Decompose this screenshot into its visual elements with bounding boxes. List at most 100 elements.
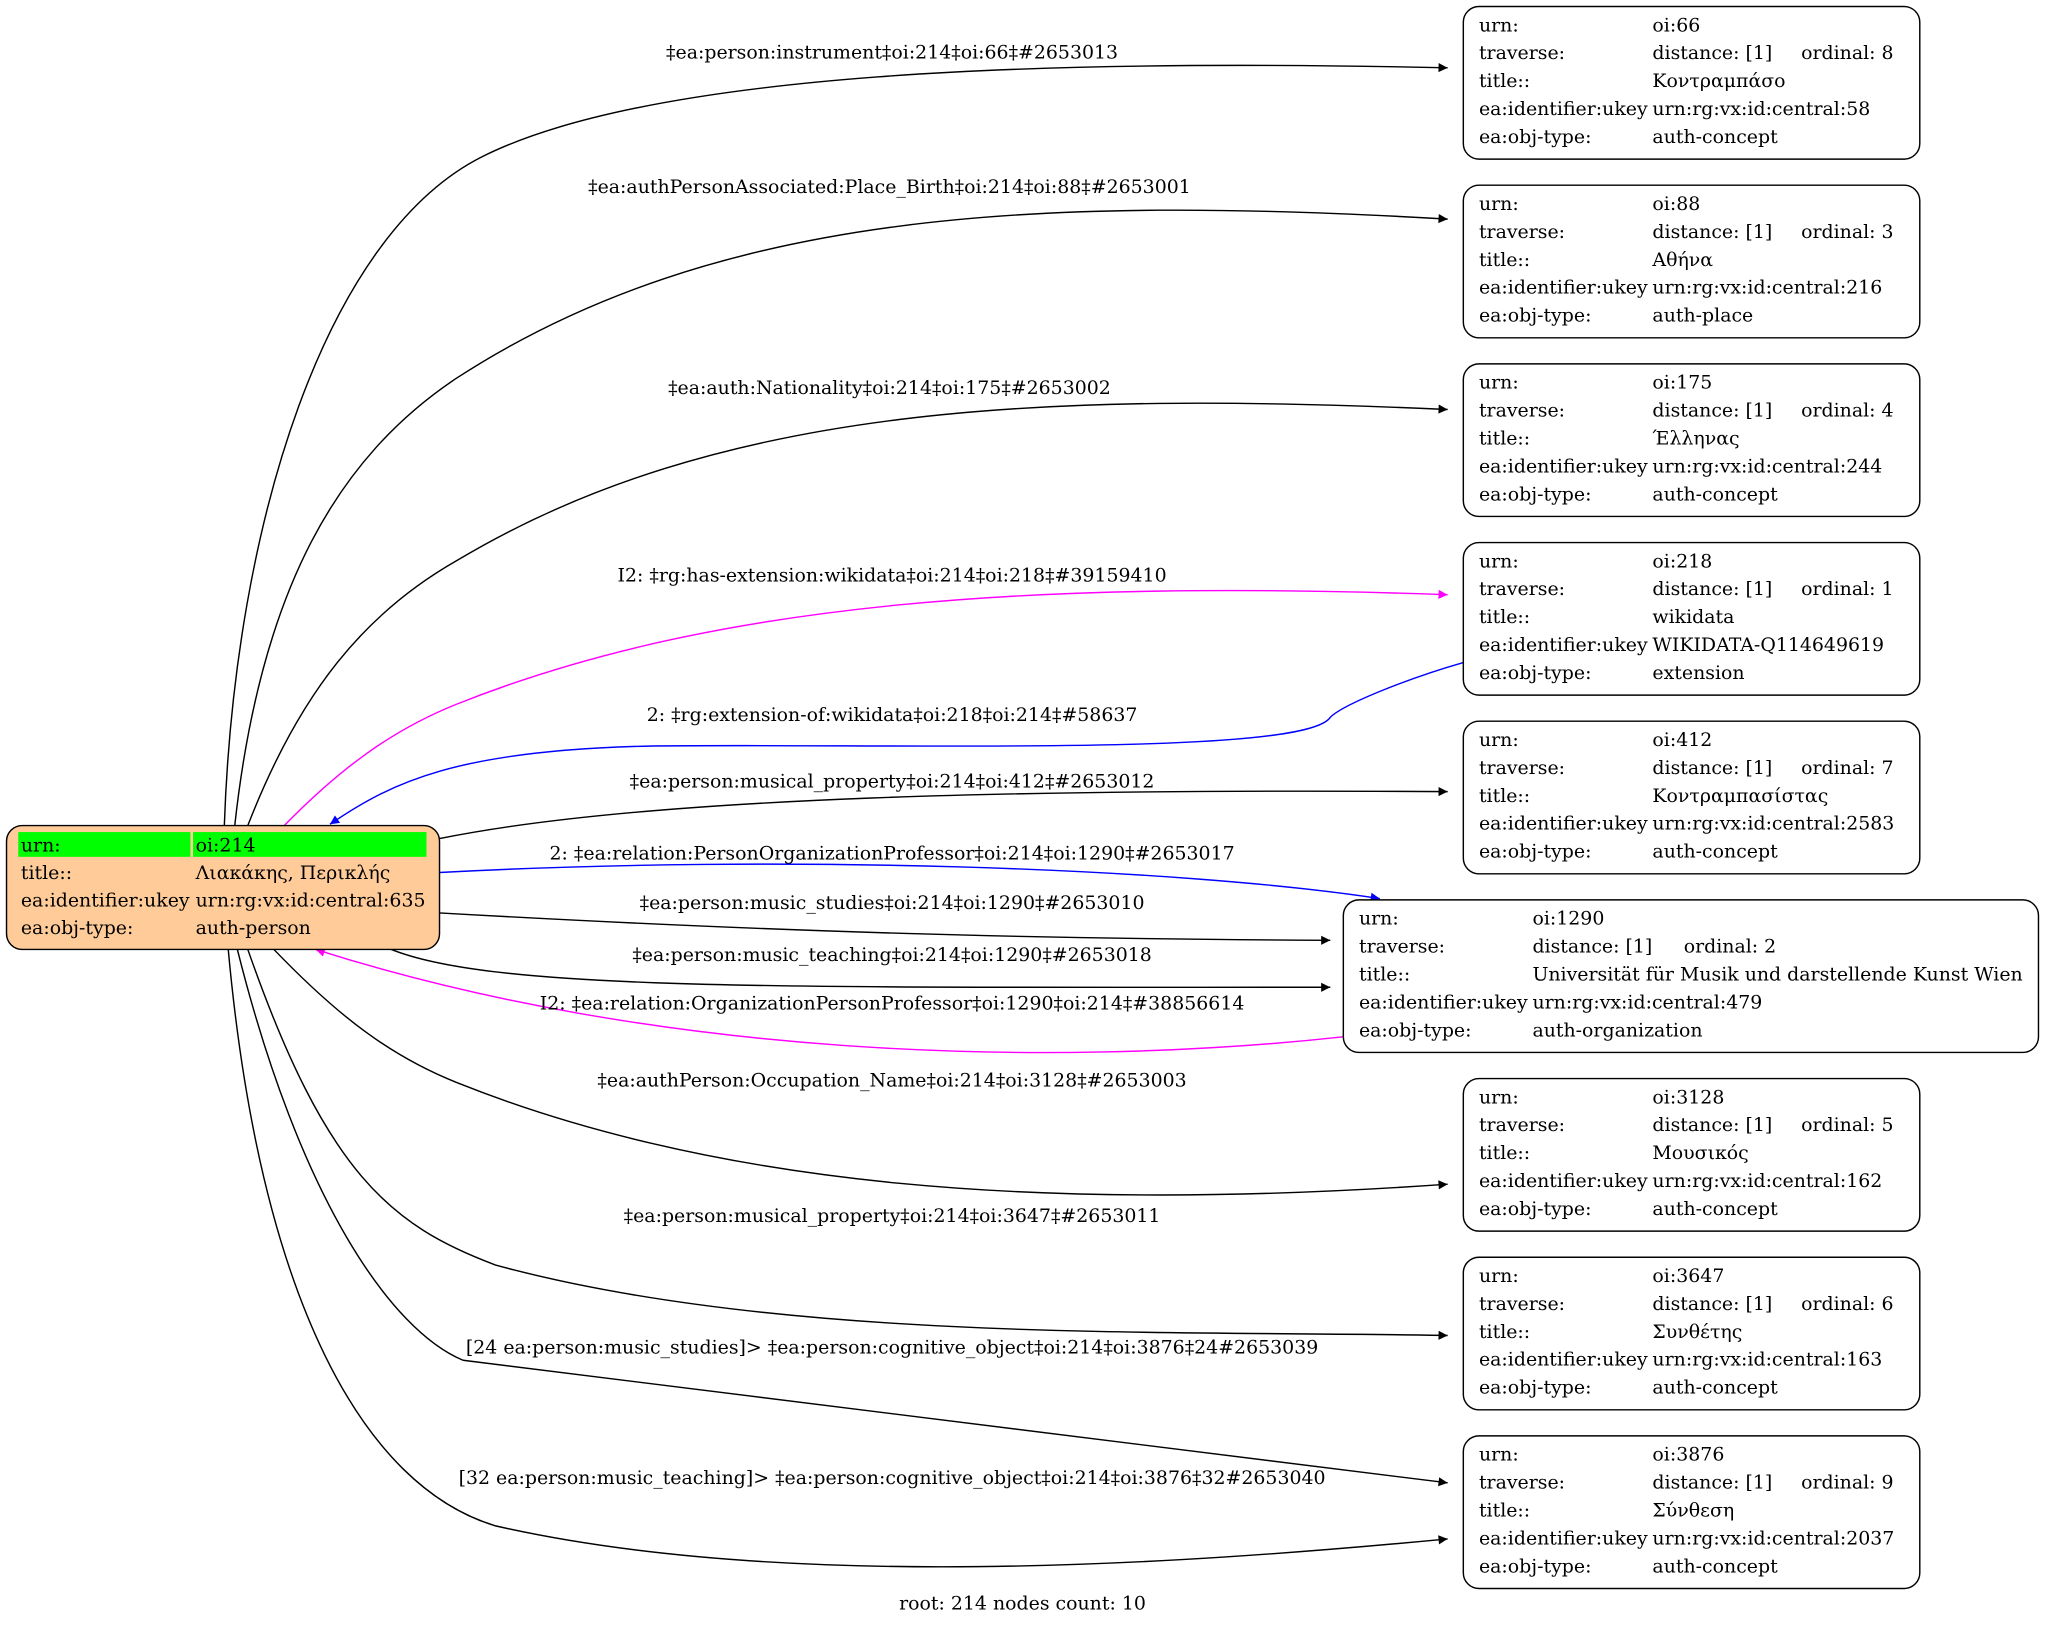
- edge-line: [329, 661, 1464, 825]
- node-distance: distance: [1]: [1532, 936, 1652, 958]
- node-title-value: Συνθέτης: [1652, 1321, 1742, 1343]
- edge-line: [439, 863, 1380, 902]
- node-type-value: auth-concept: [1652, 1555, 1778, 1577]
- node-distance: distance: [1]: [1652, 1293, 1772, 1315]
- edge-label: ‡ea:authPerson:Occupation_Name‡oi:214‡oi…: [597, 1069, 1186, 1091]
- node-title-value: Μουσικός: [1652, 1142, 1748, 1164]
- node-title-value: Κοντραμπασίστας: [1652, 785, 1828, 807]
- node-urn-label: urn:: [1479, 1086, 1519, 1108]
- node-ordinal: ordinal: 7: [1801, 757, 1893, 779]
- node-ordinal: ordinal: 8: [1801, 42, 1893, 64]
- node-distance: distance: [1]: [1652, 1114, 1772, 1136]
- edge-line: [439, 912, 1331, 945]
- node-title-label: title::: [1479, 249, 1530, 271]
- node-traverse-label: traverse:: [1479, 1472, 1565, 1494]
- node-traverse-label: traverse:: [1479, 400, 1565, 422]
- node-ukey-value: WIKIDATA-Q114649619: [1652, 634, 1884, 656]
- edge-line: [283, 589, 1448, 827]
- node-urn-label: urn:: [1479, 193, 1519, 215]
- node-distance: distance: [1]: [1652, 757, 1772, 779]
- edge-label: ‡ea:person:musical_property‡oi:214‡oi:36…: [624, 1205, 1161, 1227]
- node-title-value: wikidata: [1652, 606, 1734, 628]
- root-title-label: title::: [21, 862, 72, 884]
- node-type-value: auth-concept: [1652, 1377, 1778, 1399]
- node-ordinal: ordinal: 6: [1801, 1293, 1893, 1315]
- node-ordinal: ordinal: 1: [1801, 578, 1893, 600]
- edge-label: [24 ea:person:music_studies]> ‡ea:person…: [466, 1337, 1318, 1359]
- edge-label: ‡ea:person:music_studies‡oi:214‡oi:1290‡…: [640, 892, 1145, 914]
- node-urn-value: oi:1290: [1532, 908, 1604, 930]
- edge-label: ‡ea:person:instrument‡oi:214‡oi:66‡#2653…: [666, 42, 1118, 64]
- node-ukey-label: ea:identifier:ukey: [1479, 1527, 1648, 1549]
- node-ukey-label: ea:identifier:ukey: [1479, 634, 1648, 656]
- graph-node[interactable]: urn: oi:175 traverse: distance: [1] ordinal:…: [1462, 363, 1921, 518]
- node-type-label: ea:obj-type:: [1479, 1555, 1592, 1577]
- node-title-value: Universität für Musik und darstellende K…: [1532, 963, 2022, 985]
- node-urn-label: urn:: [1479, 1265, 1519, 1287]
- node-ordinal: ordinal: 5: [1801, 1114, 1893, 1136]
- node-traverse-label: traverse:: [1359, 936, 1445, 958]
- node-type-value: auth-organization: [1532, 1019, 1702, 1041]
- edge-label: ‡ea:auth:Nationality‡oi:214‡oi:175‡#2653…: [668, 377, 1111, 399]
- root-node[interactable]: urn: oi:214 title:: Λιακάκης, Περικλής e…: [5, 824, 441, 951]
- edge-label: I2: ‡ea:relation:OrganizationPersonProfe…: [540, 992, 1245, 1014]
- node-urn-value: oi:66: [1652, 14, 1700, 36]
- node-ukey-value: urn:rg:vx:id:central:58: [1652, 98, 1870, 120]
- root-type-label: ea:obj-type:: [21, 917, 134, 939]
- node-distance: distance: [1]: [1652, 221, 1772, 243]
- node-ordinal: ordinal: 9: [1801, 1472, 1893, 1494]
- node-ukey-label: ea:identifier:ukey: [1479, 98, 1648, 120]
- node-urn-value: oi:218: [1652, 550, 1712, 572]
- root-title-value: Λιακάκης, Περικλής: [195, 862, 391, 884]
- node-ukey-label: ea:identifier:ukey: [1479, 1349, 1648, 1371]
- node-ordinal: ordinal: 2: [1684, 936, 1776, 958]
- node-urn-label: urn:: [1479, 14, 1519, 36]
- edge-line: [227, 949, 1448, 1568]
- node-urn-label: urn:: [1479, 729, 1519, 751]
- node-urn-value: oi:175: [1652, 372, 1712, 394]
- node-ukey-label: ea:identifier:ukey: [1359, 991, 1528, 1013]
- node-ordinal: ordinal: 3: [1801, 221, 1893, 243]
- node-type-value: auth-concept: [1652, 483, 1778, 505]
- node-ukey-value: urn:rg:vx:id:central:479: [1532, 991, 1762, 1013]
- edge-label: I2: ‡rg:has-extension:wikidata‡oi:214‡oi…: [618, 565, 1167, 587]
- edge-line: [247, 402, 1448, 826]
- node-type-value: auth-concept: [1652, 841, 1778, 863]
- edge-label: ‡ea:authPersonAssociated:Place_Birth‡oi:…: [588, 176, 1191, 198]
- node-urn-label: urn:: [1479, 1444, 1519, 1466]
- node-ukey-value: urn:rg:vx:id:central:216: [1652, 277, 1882, 299]
- node-title-label: title::: [1479, 427, 1530, 449]
- node-type-label: ea:obj-type:: [1479, 1377, 1592, 1399]
- node-urn-value: oi:3128: [1652, 1086, 1724, 1108]
- node-urn-label: urn:: [1479, 372, 1519, 394]
- node-urn-value: oi:3876: [1652, 1444, 1724, 1466]
- node-distance: distance: [1]: [1652, 42, 1772, 64]
- root-type-value: auth-person: [196, 917, 311, 939]
- edge-label: 2: ‡rg:extension-of:wikidata‡oi:218‡oi:2…: [647, 704, 1138, 726]
- graph-node[interactable]: urn: oi:66 traverse: distance: [1] ordinal: …: [1462, 5, 1921, 160]
- node-title-value: Αθήνα: [1651, 249, 1713, 271]
- node-type-value: auth-concept: [1652, 1198, 1778, 1220]
- node-ordinal: ordinal: 4: [1801, 400, 1893, 422]
- node-ukey-label: ea:identifier:ukey: [1479, 277, 1648, 299]
- node-ukey-label: ea:identifier:ukey: [1479, 455, 1648, 477]
- graph-node[interactable]: urn: oi:1290 traverse: distance: [1] ordinal…: [1342, 899, 2040, 1054]
- node-type-label: ea:obj-type:: [1479, 841, 1592, 863]
- graph-footer: root: 214 nodes count: 10: [899, 1592, 1146, 1614]
- node-urn-label: urn:: [1359, 908, 1399, 930]
- edge-line: [223, 63, 1448, 826]
- edge-label: ‡ea:person:musical_property‡oi:214‡oi:41…: [630, 771, 1155, 793]
- edges-layer: ‡ea:person:instrument‡oi:214‡oi:66‡#2653…: [223, 42, 1464, 1568]
- root-urn-value: oi:214: [196, 835, 256, 857]
- root-ukey-value: urn:rg:vx:id:central:635: [196, 889, 426, 911]
- node-distance: distance: [1]: [1652, 400, 1772, 422]
- node-distance: distance: [1]: [1652, 578, 1772, 600]
- node-traverse-label: traverse:: [1479, 42, 1565, 64]
